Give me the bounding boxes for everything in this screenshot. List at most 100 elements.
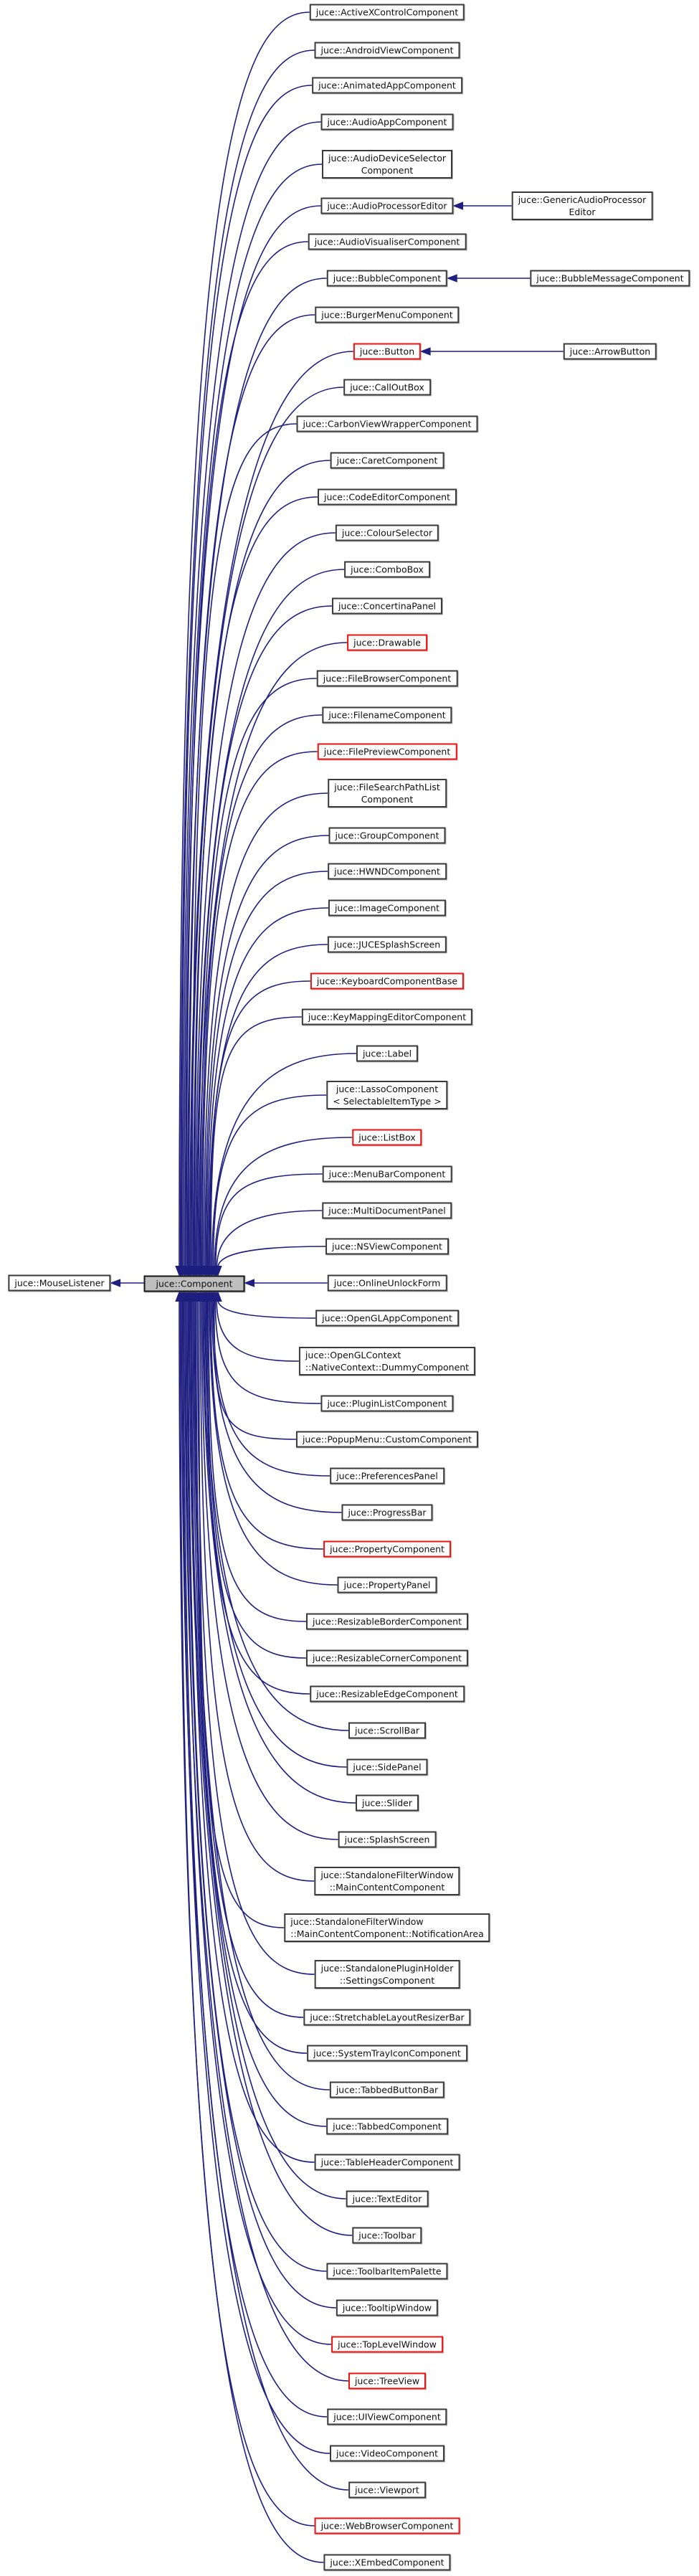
class-node-juce-bubblecomponent[interactable]: juce::BubbleComponent bbox=[326, 270, 448, 287]
class-node-label: juce::GenericAudioProcessor bbox=[518, 194, 647, 205]
class-node-juce-toplevelwindow[interactable]: juce::TopLevelWindow bbox=[331, 2336, 443, 2353]
class-node-label: juce::UIViewComponent bbox=[333, 2411, 441, 2423]
class-node-juce-resizableedgecomponent[interactable]: juce::ResizableEdgeComponent bbox=[310, 1685, 465, 1703]
class-node-juce-audiovisualisercomponent[interactable]: juce::AudioVisualiserComponent bbox=[308, 233, 467, 250]
class-node-juce-multidocumentpanel[interactable]: juce::MultiDocumentPanel bbox=[322, 1202, 452, 1219]
class-node-juce-propertycomponent[interactable]: juce::PropertyComponent bbox=[323, 1540, 451, 1558]
class-node-juce-drawable[interactable]: juce::Drawable bbox=[347, 634, 427, 651]
class-node-juce-nsviewcomponent[interactable]: juce::NSViewComponent bbox=[325, 1238, 449, 1255]
class-node-juce-resizablebordercomponent[interactable]: juce::ResizableBorderComponent bbox=[306, 1613, 468, 1630]
class-node-label: juce::MultiDocumentPanel bbox=[328, 1205, 446, 1216]
class-node-label: juce::TabbedButtonBar bbox=[336, 2084, 439, 2096]
class-node-label: juce::ColourSelector bbox=[341, 527, 433, 539]
class-node-label: Component bbox=[361, 794, 414, 805]
class-node-juce-keymappingeditorcomponent[interactable]: juce::KeyMappingEditorComponent bbox=[301, 1008, 473, 1026]
inheritance-edge-group bbox=[110, 11, 564, 2563]
class-node-juce-mouselistener[interactable]: juce::MouseListener bbox=[8, 1274, 111, 1292]
class-node-juce-listbox[interactable]: juce::ListBox bbox=[352, 1129, 422, 1146]
class-node-label: juce::Viewport bbox=[355, 2484, 419, 2496]
class-node-juce-filebrowsercomponent[interactable]: juce::FileBrowserComponent bbox=[316, 670, 458, 687]
class-node-juce-sidepanel[interactable]: juce::SidePanel bbox=[346, 1758, 428, 1776]
class-node-juce-colourselector[interactable]: juce::ColourSelector bbox=[335, 524, 439, 541]
class-node-juce-tabbedcomponent[interactable]: juce::TabbedComponent bbox=[326, 2118, 448, 2135]
class-node-label: juce::MouseListener bbox=[14, 1277, 105, 1289]
class-node-juce-pluginlistcomponent[interactable]: juce::PluginListComponent bbox=[320, 1395, 454, 1412]
class-node-label: juce::AudioProcessorEditor bbox=[327, 200, 447, 212]
class-node-juce-texteditor[interactable]: juce::TextEditor bbox=[346, 2190, 429, 2207]
class-node-label: ::MainContentComponent bbox=[329, 1882, 445, 1893]
class-node-juce-groupcomponent[interactable]: juce::GroupComponent bbox=[328, 827, 446, 844]
class-node-juce-carbonviewwrappercomponent[interactable]: juce::CarbonViewWrapperComponent bbox=[296, 415, 478, 432]
class-node-juce-component[interactable]: juce::Component bbox=[143, 1275, 245, 1292]
class-node-juce-xembedcomponent[interactable]: juce::XEmbedComponent bbox=[323, 2554, 451, 2571]
class-node-juce-burgermenucomponent[interactable]: juce::BurgerMenuComponent bbox=[315, 306, 460, 323]
class-node-juce-standalonepluginholder-settingscomponent[interactable]: juce::StandalonePluginHolder::SettingsCo… bbox=[314, 1960, 460, 1989]
class-node-juce-stretchablelayoutresizerbar[interactable]: juce::StretchableLayoutResizerBar bbox=[303, 2009, 471, 2026]
class-node-juce-tabbedbuttonbar[interactable]: juce::TabbedButtonBar bbox=[329, 2081, 445, 2098]
class-node-juce-openglcontext-nativecontext-dummycomponent[interactable]: juce::OpenGLContext::NativeContext::Dumm… bbox=[298, 1347, 476, 1375]
class-node-juce-activexcontrolcomponent[interactable]: juce::ActiveXControlComponent bbox=[309, 4, 465, 21]
class-node-label: juce::FileBrowserComponent bbox=[323, 673, 452, 684]
class-node-juce-viewport[interactable]: juce::Viewport bbox=[348, 2481, 426, 2499]
class-node-juce-popupmenu-customcomponent[interactable]: juce::PopupMenu::CustomComponent bbox=[295, 1431, 479, 1448]
class-node-label: juce::BubbleComponent bbox=[333, 273, 442, 284]
class-node-juce-tooltipwindow[interactable]: juce::TooltipWindow bbox=[336, 2299, 439, 2316]
class-node-juce-webbrowsercomponent[interactable]: juce::WebBrowserComponent bbox=[314, 2517, 460, 2534]
class-node-juce-hwndcomponent[interactable]: juce::HWNDComponent bbox=[328, 863, 447, 880]
class-node-label: juce::PreferencesPanel bbox=[336, 1470, 438, 1482]
class-node-juce-onlineunlockform[interactable]: juce::OnlineUnlockForm bbox=[327, 1274, 447, 1292]
class-node-juce-caretcomponent[interactable]: juce::CaretComponent bbox=[330, 452, 444, 469]
class-node-juce-standalonefilterwindow-maincontentcomponent[interactable]: juce::StandaloneFilterWindow::MainConten… bbox=[314, 1867, 460, 1895]
class-node-juce-scrollbar[interactable]: juce::ScrollBar bbox=[348, 1722, 427, 1739]
class-node-juce-preferencespanel[interactable]: juce::PreferencesPanel bbox=[330, 1467, 444, 1484]
class-node-label: juce::CarbonViewWrapperComponent bbox=[303, 418, 472, 430]
class-node-juce-button[interactable]: juce::Button bbox=[353, 343, 422, 360]
class-node-label: juce::AudioVisualiserComponent bbox=[314, 236, 460, 247]
class-node-juce-lassocomponent-selectableitemtype[interactable]: juce::LassoComponent< SelectableItemType… bbox=[326, 1081, 448, 1109]
class-node-juce-filepreviewcomponent[interactable]: juce::FilePreviewComponent bbox=[317, 743, 457, 760]
class-node-juce-standalonefilterwindow-maincontentcomponent-notificationarea[interactable]: juce::StandaloneFilterWindow::MainConten… bbox=[284, 1913, 490, 1942]
class-node-juce-audioprocessoreditor[interactable]: juce::AudioProcessorEditor bbox=[320, 197, 454, 214]
class-node-label: juce::AndroidViewComponent bbox=[320, 44, 454, 56]
class-node-juce-toolbaritempalette[interactable]: juce::ToolbarItemPalette bbox=[326, 2263, 448, 2280]
class-node-juce-combobox[interactable]: juce::ComboBox bbox=[344, 561, 430, 578]
class-node-juce-tableheadercomponent[interactable]: juce::TableHeaderComponent bbox=[314, 2154, 460, 2171]
class-node-juce-filenamecomponent[interactable]: juce::FilenameComponent bbox=[322, 706, 452, 724]
class-node-juce-menubarcomponent[interactable]: juce::MenuBarComponent bbox=[322, 1165, 452, 1183]
class-node-juce-animatedappcomponent[interactable]: juce::AnimatedAppComponent bbox=[312, 77, 462, 94]
class-node-juce-progressbar[interactable]: juce::ProgressBar bbox=[341, 1504, 433, 1521]
class-node-juce-treeview[interactable]: juce::TreeView bbox=[348, 2372, 427, 2390]
class-node-juce-bubblemessagecomponent[interactable]: juce::BubbleMessageComponent bbox=[530, 270, 690, 287]
class-node-juce-audioappcomponent[interactable]: juce::AudioAppComponent bbox=[320, 113, 454, 131]
class-node-juce-openglappcomponent[interactable]: juce::OpenGLAppComponent bbox=[315, 1310, 459, 1327]
class-node-juce-androidviewcomponent[interactable]: juce::AndroidViewComponent bbox=[314, 42, 460, 59]
class-node-juce-codeeditorcomponent[interactable]: juce::CodeEditorComponent bbox=[318, 488, 457, 506]
class-node-label: juce::ResizableCornerComponent bbox=[312, 1652, 462, 1664]
class-node-label: juce::TopLevelWindow bbox=[338, 2339, 437, 2350]
class-node-juce-imagecomponent[interactable]: juce::ImageComponent bbox=[328, 899, 447, 917]
class-node-label: juce::ResizableBorderComponent bbox=[313, 1616, 462, 1627]
class-node-juce-arrowbutton[interactable]: juce::ArrowButton bbox=[563, 343, 657, 360]
class-node-juce-resizablecornercomponent[interactable]: juce::ResizableCornerComponent bbox=[305, 1649, 469, 1667]
class-node-juce-propertypanel[interactable]: juce::PropertyPanel bbox=[337, 1576, 437, 1594]
class-node-label: juce::ArrowButton bbox=[569, 346, 651, 357]
class-node-label: juce::GroupComponent bbox=[335, 830, 439, 841]
class-node-juce-concertinapanel[interactable]: juce::ConcertinaPanel bbox=[331, 597, 443, 615]
class-node-juce-label[interactable]: juce::Label bbox=[356, 1045, 419, 1062]
class-node-label: juce::StandaloneFilterWindow bbox=[320, 1870, 454, 1880]
class-node-juce-toolbar[interactable]: juce::Toolbar bbox=[352, 2227, 422, 2244]
class-node-juce-calloutbox[interactable]: juce::CallOutBox bbox=[343, 379, 431, 396]
class-node-juce-keyboardcomponentbase[interactable]: juce::KeyboardComponentBase bbox=[310, 972, 465, 990]
class-node-juce-videocomponent[interactable]: juce::VideoComponent bbox=[330, 2445, 444, 2462]
class-node-juce-systemtrayiconcomponent[interactable]: juce::SystemTrayIconComponent bbox=[307, 2045, 467, 2062]
class-node-label: ::SettingsComponent bbox=[339, 1975, 435, 1986]
class-node-label: juce::ToolbarItemPalette bbox=[333, 2265, 442, 2277]
class-node-juce-slider[interactable]: juce::Slider bbox=[355, 1794, 419, 1812]
class-node-juce-jucesplashscreen[interactable]: juce::JUCESplashScreen bbox=[327, 936, 447, 953]
class-node-juce-uiviewcomponent[interactable]: juce::UIViewComponent bbox=[327, 2408, 447, 2425]
class-node-juce-splashscreen[interactable]: juce::SplashScreen bbox=[338, 1831, 437, 1848]
